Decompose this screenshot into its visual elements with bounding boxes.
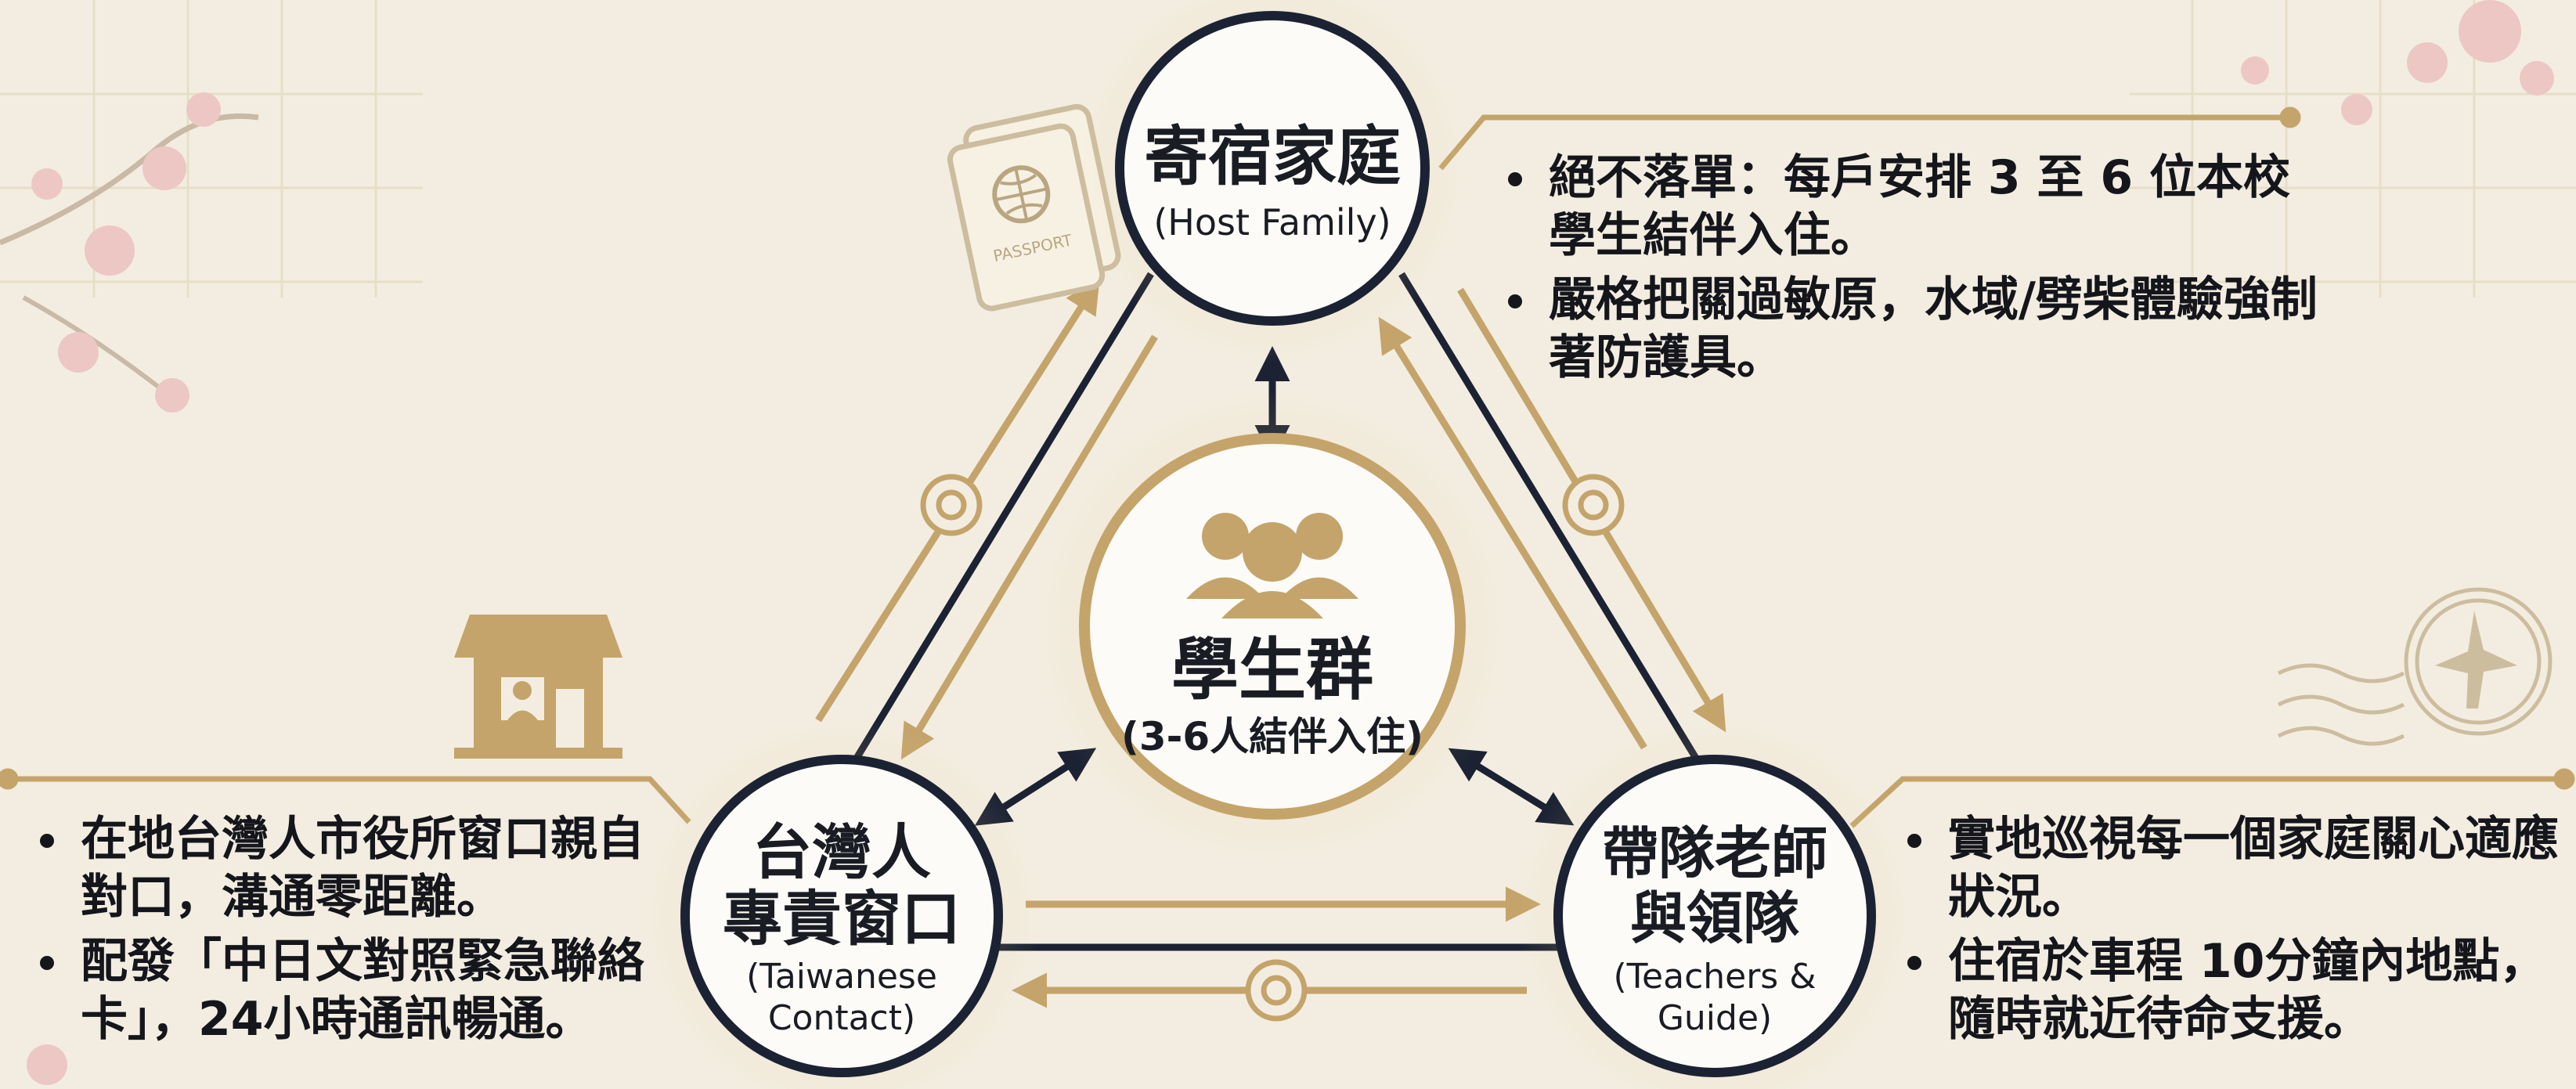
teacher-note-item: 實地巡視每一個家庭關心適應狀況。 <box>1903 810 2568 926</box>
taiwan-note-item: 配發「中日文對照緊急聯絡卡」，24小時通訊暢通。 <box>35 932 662 1048</box>
node-teachers-guide: 帶隊老師 與領隊 (Teachers & Guide) <box>1515 716 1914 1089</box>
teachers-title-line1: 帶隊老師 <box>1602 820 1827 886</box>
people-group-icon <box>1186 513 1358 618</box>
taiwan-note-item: 在地台灣人市役所窗口親自對口，溝通零距離。 <box>35 810 662 926</box>
teachers-subtitle-line2: Guide) <box>1658 998 1772 1038</box>
taiwan-notes: 在地台灣人市役所窗口親自對口，溝通零距離。 配發「中日文對照緊急聯絡卡」，24小… <box>35 810 662 1055</box>
teachers-subtitle-line1: (Teachers & <box>1613 957 1816 997</box>
host-subtitle: (Host Family) <box>1153 201 1391 243</box>
taiwan-subtitle-line2: Contact) <box>768 998 915 1038</box>
airplane-stamp-icon <box>2277 587 2553 746</box>
taiwan-title-line2: 專責窗口 <box>723 884 961 954</box>
students-title: 學生群 <box>1171 631 1373 709</box>
background-grid-right <box>2130 0 2576 297</box>
background-grid-left <box>0 0 423 297</box>
node-taiwanese-contact: 台灣人 專責窗口 (Taiwanese Contact) <box>642 716 1041 1089</box>
node-host-family: 寄宿家庭 (Host Family) <box>1077 0 1468 364</box>
node-students: 學生群 (3-6人結伴入住) <box>1034 388 1511 865</box>
lifebuoy-icon <box>920 474 1625 1022</box>
house-icon <box>454 615 622 759</box>
taiwan-subtitle-line1: (Taiwanese <box>746 957 937 997</box>
teacher-notes: 實地巡視每一個家庭關心適應狀況。 住宿於車程 10分鐘內地點，隨時就近待命支援。 <box>1903 810 2568 1055</box>
teacher-note-item: 住宿於車程 10分鐘內地點，隨時就近待命支援。 <box>1903 932 2568 1048</box>
host-title: 寄宿家庭 <box>1144 120 1401 194</box>
students-subtitle: (3-6人結伴入住) <box>1121 714 1423 759</box>
teachers-title-line2: 與領隊 <box>1630 885 1799 951</box>
triangle-edges <box>850 272 1702 951</box>
host-notes: 絕不落單：每戶安排 3 至 6 位本校學生結伴入住。 嚴格把關過敏原，水域/劈柴… <box>1503 149 2325 393</box>
host-note-item: 嚴格把關過敏原，水域/劈柴體驗強制著防護具。 <box>1503 271 2325 387</box>
taiwan-title-line1: 台灣人 <box>752 817 931 887</box>
host-note-item: 絕不落單：每戶安排 3 至 6 位本校學生結伴入住。 <box>1503 149 2325 265</box>
